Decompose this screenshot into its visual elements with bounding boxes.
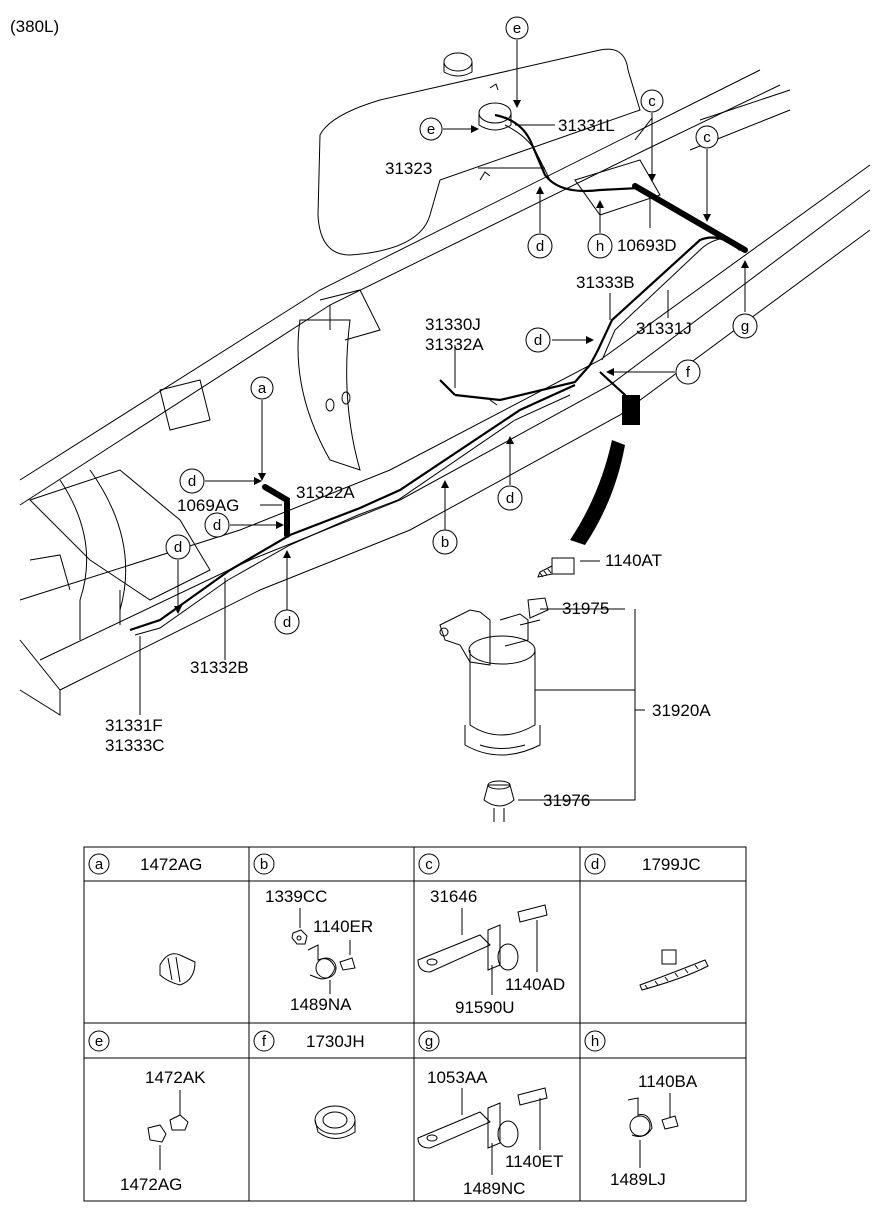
- cell-e-parts: 1472AK 1472AG: [120, 1068, 206, 1194]
- label-31330J: 31330J: [425, 315, 481, 334]
- svg-text:a: a: [258, 380, 267, 397]
- callout-h: h: [587, 233, 613, 259]
- label-31331J: 31331J: [636, 319, 692, 338]
- table-cell-f-header: f 1730JH: [253, 1030, 365, 1052]
- cell-b-parts: 1339CC 1140ER 1489NA: [265, 887, 373, 1014]
- leader-lines: [139, 40, 749, 801]
- table-cell-b-header: b: [253, 853, 275, 875]
- clip-1472AG-icon: [159, 953, 196, 986]
- callout-c-2: c: [695, 125, 719, 149]
- svg-text:1472AG: 1472AG: [120, 1175, 182, 1194]
- callout-d-5: d: [204, 512, 230, 538]
- table-cell-g-header: g: [418, 1030, 440, 1052]
- svg-text:g: g: [741, 318, 749, 335]
- svg-text:d: d: [591, 856, 599, 873]
- label-31331F: 31331F: [105, 716, 163, 735]
- svg-text:e: e: [427, 121, 435, 138]
- svg-text:1140AD: 1140AD: [505, 975, 565, 994]
- svg-text:1140ER: 1140ER: [313, 917, 373, 936]
- svg-text:d: d: [174, 539, 182, 556]
- svg-text:1140ET: 1140ET: [505, 1152, 563, 1171]
- callout-e-left: e: [419, 117, 443, 141]
- callout-a: a: [250, 376, 274, 400]
- svg-text:d: d: [188, 473, 196, 490]
- svg-text:f: f: [262, 1033, 267, 1050]
- label-31332A: 31332A: [425, 335, 484, 354]
- label-31975: 31975: [562, 599, 609, 618]
- svg-text:1489NA: 1489NA: [290, 995, 352, 1014]
- svg-text:a: a: [95, 856, 104, 873]
- label-31976: 31976: [543, 791, 590, 810]
- svg-text:g: g: [425, 1033, 433, 1050]
- detail-table: a 1472AG b c d 1799JC 1339CC 1140ER 1489…: [83, 846, 747, 1202]
- table-cell-e-header: e: [88, 1030, 110, 1052]
- callout-bubbles: e e c c d h g d f a d d d b d d: [165, 16, 758, 635]
- vehicle-frame: [19, 69, 871, 716]
- variant-label: (380L): [10, 17, 59, 36]
- grommet-1730JH-icon: [314, 1105, 356, 1139]
- label-31323: 31323: [385, 159, 432, 178]
- fuel-lines: [129, 102, 748, 636]
- callout-e-top: e: [505, 16, 529, 40]
- callout-d-2: d: [525, 327, 551, 353]
- cell-h-parts: 1140BA 1489LJ: [610, 1072, 698, 1189]
- svg-text:e: e: [95, 1033, 103, 1050]
- cell-c-parts: 31646 1140AD 91590U: [417, 887, 565, 1017]
- callout-f: f: [675, 359, 701, 385]
- table-cell-h-header: h: [584, 1030, 606, 1052]
- svg-text:e: e: [513, 20, 521, 37]
- cell-g-parts: 1053AA 1140ET 1489NC: [417, 1068, 563, 1198]
- svg-text:c: c: [425, 856, 433, 873]
- label-31322A: 31322A: [296, 483, 355, 502]
- svg-text:1489NC: 1489NC: [463, 1179, 525, 1198]
- label-31331L: 31331L: [558, 116, 615, 135]
- callout-c-1: c: [640, 89, 664, 113]
- svg-text:d: d: [534, 332, 542, 349]
- label-31920A: 31920A: [652, 701, 711, 720]
- svg-text:b: b: [441, 534, 449, 551]
- callout-d-4: d: [497, 485, 523, 511]
- table-cell-c-header: c: [418, 853, 440, 875]
- callout-d-3: d: [179, 468, 205, 494]
- svg-text:1489LJ: 1489LJ: [610, 1170, 666, 1189]
- svg-text:c: c: [703, 129, 711, 146]
- tie-1799JC-icon: [639, 949, 709, 991]
- callout-d-7: d: [274, 609, 300, 635]
- svg-text:d: d: [283, 614, 291, 631]
- callout-b: b: [432, 529, 458, 555]
- svg-text:b: b: [260, 856, 268, 873]
- table-cell-a-header: a 1472AG: [88, 853, 202, 875]
- label-1140AT: 1140AT: [605, 551, 662, 570]
- svg-text:d: d: [506, 490, 514, 507]
- fuel-filter-assembly: [439, 557, 575, 822]
- svg-text:1053AA: 1053AA: [427, 1068, 488, 1087]
- svg-text:91590U: 91590U: [455, 998, 515, 1017]
- svg-text:1472AG: 1472AG: [140, 855, 202, 874]
- svg-text:1730JH: 1730JH: [306, 1032, 365, 1051]
- label-10693D: 10693D: [617, 236, 677, 255]
- svg-text:31646: 31646: [430, 887, 477, 906]
- svg-text:1140BA: 1140BA: [638, 1072, 698, 1091]
- callout-g: g: [732, 313, 758, 339]
- table-cell-d-header: d 1799JC: [584, 853, 701, 875]
- label-31332B: 31332B: [190, 658, 249, 677]
- svg-text:d: d: [213, 517, 221, 534]
- callout-d-6: d: [165, 534, 191, 560]
- svg-text:h: h: [591, 1033, 599, 1050]
- svg-text:1472AK: 1472AK: [145, 1068, 206, 1087]
- label-31333C: 31333C: [105, 736, 165, 755]
- svg-text:f: f: [686, 364, 691, 381]
- label-1069AG: 1069AG: [177, 496, 239, 515]
- svg-text:1799JC: 1799JC: [642, 855, 701, 874]
- callout-d-1: d: [527, 233, 553, 259]
- label-31333B: 31333B: [576, 273, 635, 292]
- svg-text:d: d: [536, 238, 544, 255]
- svg-text:c: c: [648, 93, 656, 110]
- svg-text:1339CC: 1339CC: [265, 887, 327, 906]
- part-labels: 31331L 31323 10693D 31333B 31331J 31330J…: [105, 116, 711, 810]
- fuel-tank: [317, 48, 641, 256]
- svg-text:h: h: [596, 238, 604, 255]
- bolt-1140AT: [537, 557, 575, 578]
